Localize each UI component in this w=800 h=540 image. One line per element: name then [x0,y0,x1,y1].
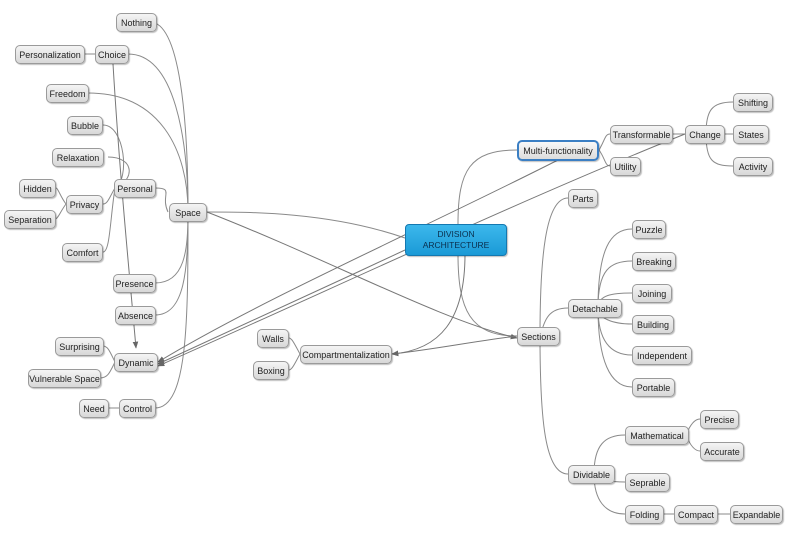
node-control[interactable]: Control [119,399,156,418]
node-absence[interactable]: Absence [115,306,156,325]
node-comfort[interactable]: Comfort [62,243,103,262]
node-folding[interactable]: Folding [625,505,664,524]
central-topic-line2: ARCHITECTURE [422,240,490,250]
node-mathematical[interactable]: Mathematical [625,426,689,445]
node-need[interactable]: Need [79,399,109,418]
link-detachable-puzzle [597,228,633,309]
link-space-control [154,211,189,409]
link-compart-boxing [288,353,301,371]
node-shifting[interactable]: Shifting [733,93,773,112]
node-vulnerable-space[interactable]: Vulnerable Space [28,369,101,388]
link-space-freedom [87,92,189,213]
node-detachable[interactable]: Detachable [568,299,622,318]
arrow-center-compart [391,253,466,357]
link-center-space [206,211,406,239]
link-center-sections [457,253,518,337]
arrow-sections-compart [391,335,518,357]
link-detachable-portable [597,307,633,388]
node-personal[interactable]: Personal [114,179,156,198]
link-space-choice [127,53,189,213]
link-dynamic-vulnerable [99,361,116,379]
node-precise[interactable]: Precise [700,410,739,429]
node-accurate[interactable]: Accurate [700,442,744,461]
link-multi-transformable [598,133,611,151]
node-compartmentalization[interactable]: Compartmentalization [300,345,392,364]
node-breaking[interactable]: Breaking [632,252,676,271]
node-dynamic[interactable]: Dynamic [114,353,158,372]
node-dividable[interactable]: Dividable [568,465,615,484]
node-boxing[interactable]: Boxing [253,361,289,380]
link-sections-dividable [539,335,569,475]
node-change[interactable]: Change [685,125,725,144]
node-utility[interactable]: Utility [610,157,641,176]
node-portable[interactable]: Portable [632,378,675,397]
node-surprising[interactable]: Surprising [55,337,104,356]
node-sections[interactable]: Sections [517,327,560,346]
arrow-multi-dynamic [157,158,561,363]
link-detachable-breaking [597,260,633,309]
node-nothing[interactable]: Nothing [116,13,157,32]
node-space[interactable]: Space [169,203,207,222]
central-topic[interactable]: DIVISION ARCHITECTURE [405,224,507,256]
link-space-presence [154,211,189,284]
link-privacy-separation [54,203,67,220]
central-topic-line1: DIVISION [437,229,475,239]
link-multi-utility [598,149,611,167]
link-space-nothing [149,21,189,213]
node-multi-functionality[interactable]: Multi-functionality [517,140,599,161]
node-presence[interactable]: Presence [113,274,156,293]
link-compart-walls [288,337,301,355]
node-hidden[interactable]: Hidden [19,179,56,198]
node-freedom[interactable]: Freedom [46,84,89,103]
node-building[interactable]: Building [632,315,674,334]
node-states[interactable]: States [733,125,769,144]
node-relaxation[interactable]: Relaxation [52,148,104,167]
node-joining[interactable]: Joining [632,284,672,303]
node-expandable[interactable]: Expandable [730,505,783,524]
node-choice[interactable]: Choice [95,45,129,64]
link-space-personal [154,187,169,213]
link-personal-privacy [102,187,116,205]
node-seprable[interactable]: Seprable [625,473,670,492]
link-privacy-hidden [55,187,67,205]
node-parts[interactable]: Parts [568,189,598,208]
arrow-space-sections [206,211,518,340]
node-transformable[interactable]: Transformable [610,125,673,144]
node-activity[interactable]: Activity [733,157,773,176]
link-center-multi [457,149,518,225]
node-independent[interactable]: Independent [632,346,692,365]
node-personalization[interactable]: Personalization [15,45,85,64]
node-privacy[interactable]: Privacy [66,195,103,214]
link-personal-comfort [102,187,116,253]
arrow-center-dynamic [157,249,406,365]
node-separation[interactable]: Separation [4,210,56,229]
node-bubble[interactable]: Bubble [67,116,103,135]
node-puzzle[interactable]: Puzzle [632,220,666,239]
node-compact[interactable]: Compact [674,505,718,524]
link-dynamic-surprising [102,345,116,363]
link-sections-parts [539,197,569,337]
node-walls[interactable]: Walls [257,329,289,348]
link-space-absence [154,211,189,316]
